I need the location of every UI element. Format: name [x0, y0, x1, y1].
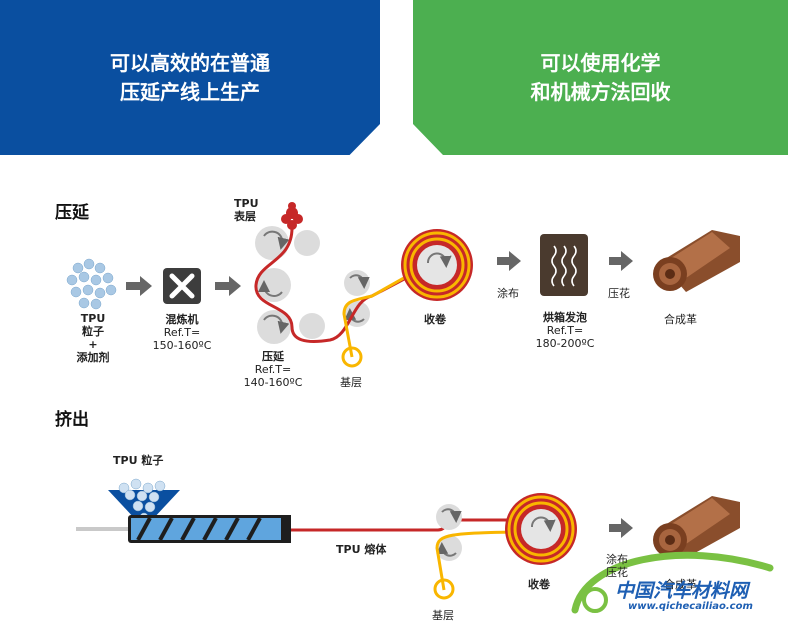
extrusion-title: 挤出	[55, 410, 89, 430]
oven-icon	[540, 234, 588, 296]
arrow-icon	[497, 251, 521, 271]
extrusion-substrate-label: 基层	[432, 609, 454, 622]
leather-label: 合成革	[664, 313, 697, 326]
extrusion-pellets-label: TPU 粒子	[113, 454, 164, 467]
watermark-url: www.qichecailiao.com	[628, 601, 753, 612]
arrow-icon	[609, 518, 633, 538]
process-arrows	[126, 251, 633, 296]
oven-label: 烘箱发泡 Ref.T= 180-200ºC	[535, 311, 595, 350]
coating-label: 涂布	[497, 287, 519, 300]
rotation-icons	[258, 230, 370, 334]
watermark-logo-icon	[571, 551, 774, 614]
banner-right: 可以使用化学 和机械方法回收	[413, 0, 788, 155]
calender-rollers	[255, 226, 370, 344]
watermark-name: 中国汽车材料网	[615, 580, 749, 602]
tpu-drop-icon	[281, 202, 303, 230]
extrusion-leather-label: 合成革	[664, 578, 697, 591]
calender-label: 压延 Ref.T= 140-160ºC	[243, 350, 303, 389]
arrow-icon	[215, 276, 241, 296]
rotation-icons	[436, 508, 462, 557]
substrate-line	[342, 264, 426, 358]
mixer-icon	[163, 268, 201, 304]
tpu-melt-line	[291, 518, 520, 532]
calendering-title: 压延	[55, 203, 89, 223]
substrate-roll-icon	[341, 346, 363, 368]
tpu-melt-label: TPU 熔体	[336, 543, 387, 556]
banner-left-line1: 可以高效的在普通	[110, 50, 270, 75]
banner-right-line1: 可以使用化学	[540, 50, 661, 75]
windup-roll-icon	[505, 493, 577, 565]
windup-roll-icon	[401, 229, 473, 301]
banner-left-line2: 压延产线上生产	[120, 79, 260, 104]
substrate-line	[435, 530, 521, 591]
arrow-icon	[126, 276, 152, 296]
banner-left: 可以高效的在普通 压延产线上生产	[0, 0, 380, 155]
leather-roll-icon	[653, 496, 740, 558]
winding-label: 收卷	[424, 313, 446, 326]
arrow-icon	[609, 251, 633, 271]
embossing-label: 压花	[608, 287, 630, 300]
extrusion-coating-embossing-label: 涂布 压花	[606, 553, 628, 579]
tpu-pellets-icon	[66, 258, 117, 310]
substrate-roll-icon	[433, 578, 455, 600]
leather-roll-icon	[653, 230, 740, 292]
banner-right-line2: 和机械方法回收	[530, 79, 671, 104]
extrusion-rollers	[436, 504, 462, 561]
extruder-icon	[76, 515, 291, 543]
top-layer-label: TPU 表层	[234, 197, 259, 223]
extrusion-winding-label: 收卷	[528, 578, 550, 591]
hopper-icon	[108, 478, 180, 522]
substrate-label: 基层	[340, 376, 362, 389]
tpu-pellets-label: TPU 粒子 + 添加剂	[76, 312, 110, 364]
mixer-label: 混炼机 Ref.T= 150-160ºC	[152, 313, 212, 352]
